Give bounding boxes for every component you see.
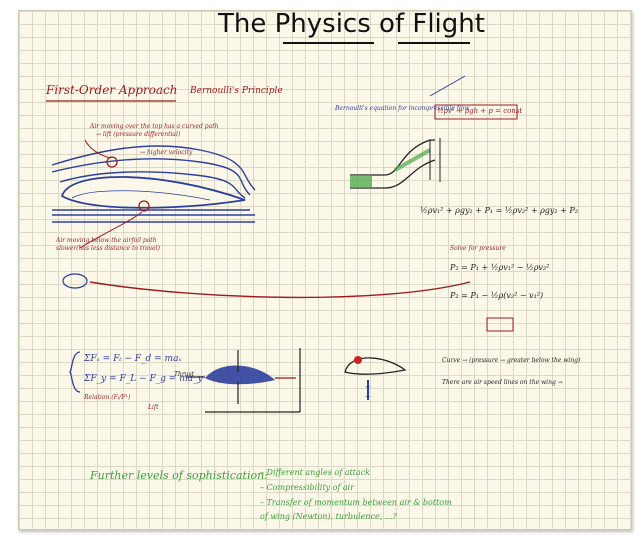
further-item: – Different angles of attack	[260, 468, 370, 477]
lift-airfoil-diagram: I	[344, 356, 407, 401]
connector-curve	[89, 281, 471, 299]
thrust-lift-relation: Relation (Fₜ/Fᴸ)	[84, 394, 131, 401]
further-item: – Transfer of momentum between air & bot…	[260, 498, 452, 507]
further-levels-heading: Further levels of sophistication:	[90, 469, 268, 482]
air-below-note: Air moving below the airfoil path	[56, 237, 157, 244]
higher-velocity-note: → higher velocity	[140, 149, 193, 156]
air-below-note-2: slower(has less distance to travel)	[56, 245, 160, 252]
bernoulli-eq-label: Bernoulli's equation for incompressible …	[335, 105, 470, 112]
lift-label: Lift	[148, 404, 159, 411]
further-item: – Compressibility of air	[260, 483, 355, 492]
bernoulli-full-eq: ½ρv₁² + ρgy₁ + P₁ = ½ρv₂² + ρgy₂ + P₂	[420, 206, 579, 215]
p2-equation: P₂ = P₁ + ½ρv₁² − ½ρv₂²	[450, 263, 550, 272]
pressure-marker-top	[106, 156, 118, 168]
sum-fy-equation: ΣF_y = F_L − F_g = ma_y	[84, 374, 203, 384]
svg-text:I: I	[365, 385, 371, 401]
force-diagram	[186, 348, 301, 413]
air-above-note-2: → lift (pressure differential)	[96, 131, 181, 138]
air-above-note: Air moving over the top has a curved pat…	[90, 123, 219, 130]
sum-fx-equation: ΣFₓ = Fₜ − F_d = maₓ	[84, 354, 182, 364]
page-title: The Physics of Flight	[218, 9, 485, 39]
solve-label: Solve for pressure	[450, 245, 506, 252]
further-item: of wing (Newton), turbulence, ...?	[260, 512, 397, 521]
airfoil-note-1: Curve → (pressure → greater below the wi…	[442, 357, 581, 364]
bernoulli-eq: ½ρv² + ρgh + p = const	[437, 107, 523, 115]
thrust-label: Thrust	[174, 371, 195, 378]
pressure-marker-bottom	[138, 200, 150, 212]
first-order-heading: First-Order Approach	[46, 83, 178, 97]
bernoulli-pipe-diagram	[350, 138, 441, 189]
streamlines	[51, 145, 256, 223]
p2-equation-2: P₂ = P₁ − ½ρ(v₂² − v₁²)	[450, 291, 544, 300]
bernoulli-label: Bernoulli's Principle	[190, 86, 283, 96]
airfoil-note-2: There are air speed lines on the wing →	[442, 379, 563, 386]
whiteboard-page	[18, 10, 632, 530]
